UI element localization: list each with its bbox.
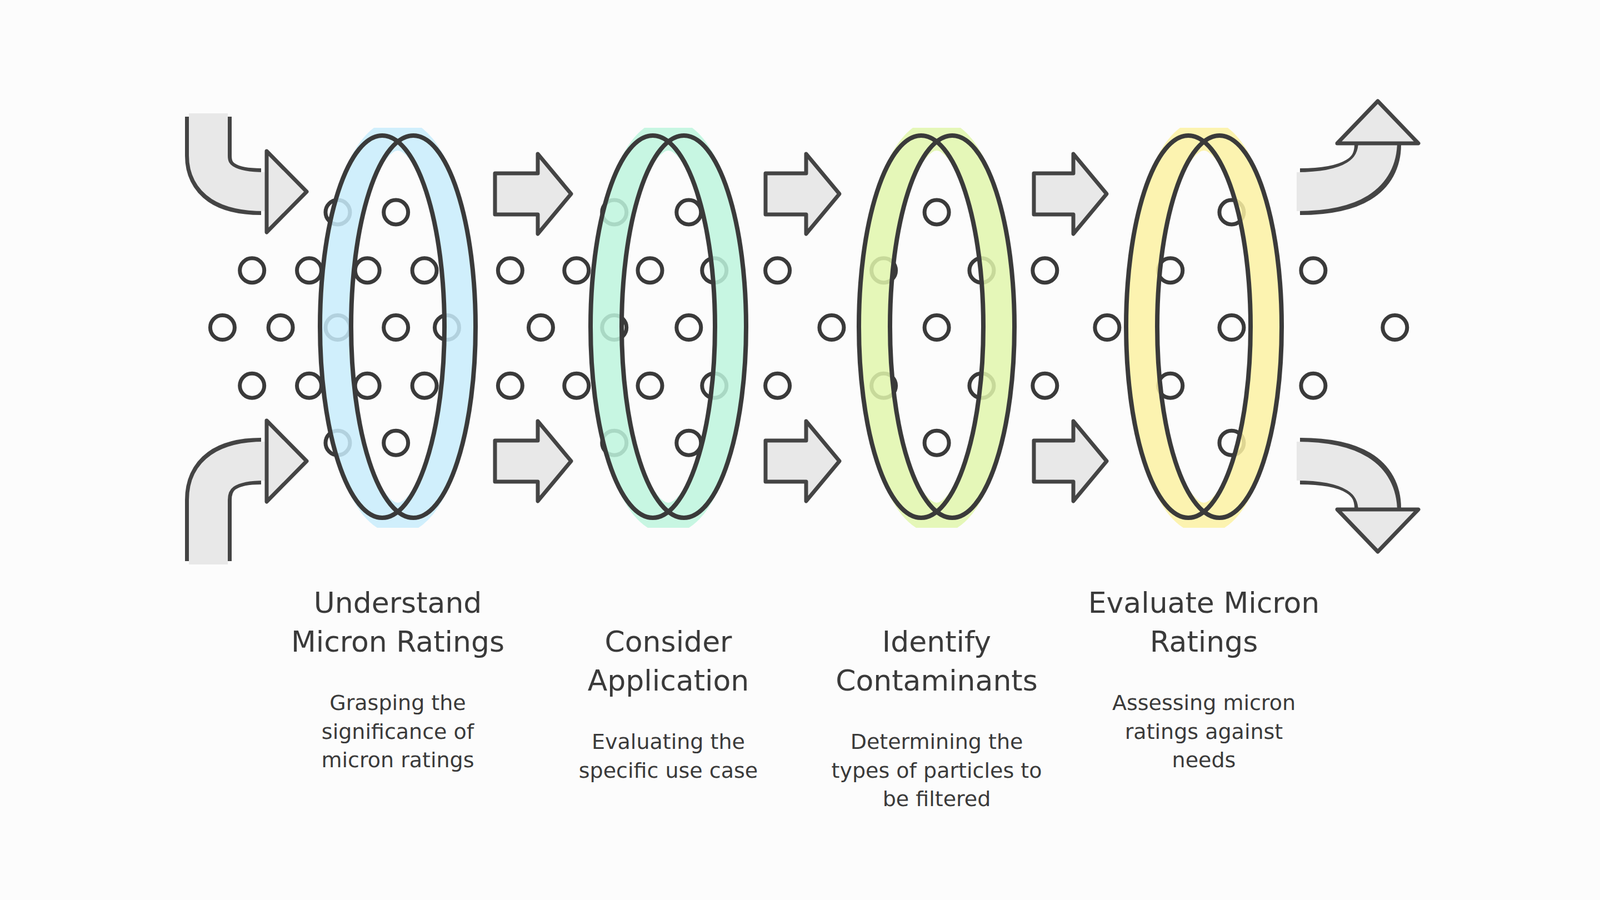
filter-stage: Identify ContaminantsDetermining the typ… bbox=[814, 127, 1059, 814]
stage-title: Identify Contaminants bbox=[814, 622, 1059, 700]
flow-arrow bbox=[765, 153, 840, 234]
particle-dot bbox=[676, 430, 702, 455]
stage-description: Evaluating the specific use case bbox=[562, 727, 774, 785]
stage-title: Evaluate Micron Ratings bbox=[1081, 583, 1327, 662]
particle-dot bbox=[924, 315, 949, 340]
particle-dot bbox=[1032, 258, 1058, 283]
particle-dot bbox=[637, 258, 663, 283]
particle-dot bbox=[528, 315, 553, 340]
filter-ring bbox=[1081, 127, 1327, 528]
flow-arrow bbox=[495, 421, 572, 502]
particle-dot bbox=[1301, 373, 1326, 398]
particle-dot bbox=[1095, 315, 1120, 340]
particle-dot bbox=[765, 258, 790, 283]
particle-dot bbox=[297, 373, 322, 398]
particle-dot bbox=[268, 315, 293, 340]
particle-dot bbox=[355, 373, 380, 398]
particle-dot bbox=[412, 373, 437, 398]
particle-dot bbox=[1032, 373, 1058, 398]
particle-dot bbox=[240, 258, 265, 283]
filter-stage: Evaluate Micron RatingsAssessing micron … bbox=[1081, 127, 1327, 775]
particle-dot bbox=[819, 315, 844, 340]
particle-dot bbox=[564, 258, 589, 283]
flow-arrow bbox=[1033, 421, 1107, 502]
stage-title: Consider Application bbox=[546, 622, 791, 700]
particle-dot bbox=[1382, 315, 1408, 340]
flow-arrow bbox=[495, 153, 572, 234]
particle-dot bbox=[765, 373, 790, 398]
particle-dot bbox=[297, 258, 322, 283]
filter-ring bbox=[546, 127, 791, 528]
filter-stage: Consider ApplicationEvaluating the speci… bbox=[546, 127, 791, 785]
particle-dot bbox=[240, 373, 265, 398]
particle-dot bbox=[412, 258, 437, 283]
stage-description: Assessing micron ratings against needs bbox=[1098, 688, 1310, 775]
particle-dot bbox=[924, 430, 949, 455]
stage-title: Understand Micron Ratings bbox=[275, 583, 520, 662]
filter-ring bbox=[275, 127, 520, 528]
particle-dot bbox=[1301, 258, 1326, 283]
stage-description: Determining the types of particles to be… bbox=[831, 727, 1043, 814]
particle-dot bbox=[1219, 315, 1244, 340]
particle-dot bbox=[564, 373, 589, 398]
particle-dot bbox=[383, 200, 409, 225]
flow-arrow bbox=[1033, 153, 1107, 234]
particle-dot bbox=[497, 258, 523, 283]
particle-dot bbox=[637, 373, 663, 398]
particle-dot bbox=[210, 315, 235, 340]
particle-dot bbox=[355, 258, 380, 283]
particle-dot bbox=[924, 200, 949, 225]
particle-dot bbox=[676, 200, 702, 225]
filter-stage: Understand Micron RatingsGrasping the si… bbox=[275, 127, 520, 775]
flow-arrow bbox=[765, 421, 840, 502]
stage-description: Grasping the significance of micron rati… bbox=[292, 688, 504, 775]
filter-ring bbox=[814, 127, 1059, 528]
particle-dot bbox=[497, 373, 523, 398]
particle-dot bbox=[676, 315, 702, 340]
particle-dot bbox=[383, 430, 409, 455]
particle-dot bbox=[383, 315, 409, 340]
